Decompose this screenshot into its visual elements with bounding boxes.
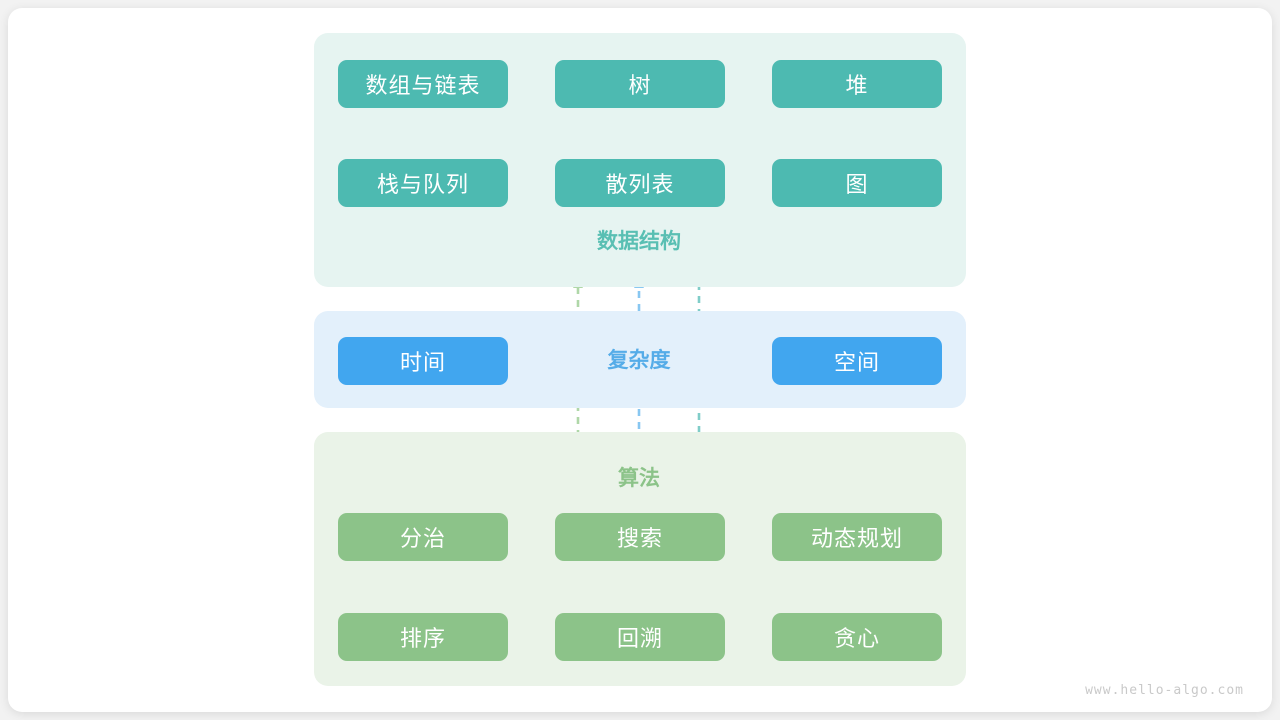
node-space[interactable]: 空间 bbox=[772, 337, 942, 385]
node-hash-table[interactable]: 散列表 bbox=[555, 159, 725, 207]
watermark-text: www.hello-algo.com bbox=[1085, 683, 1244, 698]
section-label-algorithms: 算法 bbox=[618, 467, 660, 490]
node-time[interactable]: 时间 bbox=[338, 337, 508, 385]
node-dynamic-programming[interactable]: 动态规划 bbox=[772, 513, 942, 561]
node-stack-queue[interactable]: 栈与队列 bbox=[338, 159, 508, 207]
node-array-linkedlist[interactable]: 数组与链表 bbox=[338, 60, 508, 108]
node-heap[interactable]: 堆 bbox=[772, 60, 942, 108]
section-label-data-structures: 数据结构 bbox=[597, 230, 681, 253]
node-search[interactable]: 搜索 bbox=[555, 513, 725, 561]
node-graph[interactable]: 图 bbox=[772, 159, 942, 207]
node-tree[interactable]: 树 bbox=[555, 60, 725, 108]
node-sorting[interactable]: 排序 bbox=[338, 613, 508, 661]
node-greedy[interactable]: 贪心 bbox=[772, 613, 942, 661]
section-label-complexity: 复杂度 bbox=[607, 349, 671, 372]
node-divide-conquer[interactable]: 分治 bbox=[338, 513, 508, 561]
node-backtracking[interactable]: 回溯 bbox=[555, 613, 725, 661]
